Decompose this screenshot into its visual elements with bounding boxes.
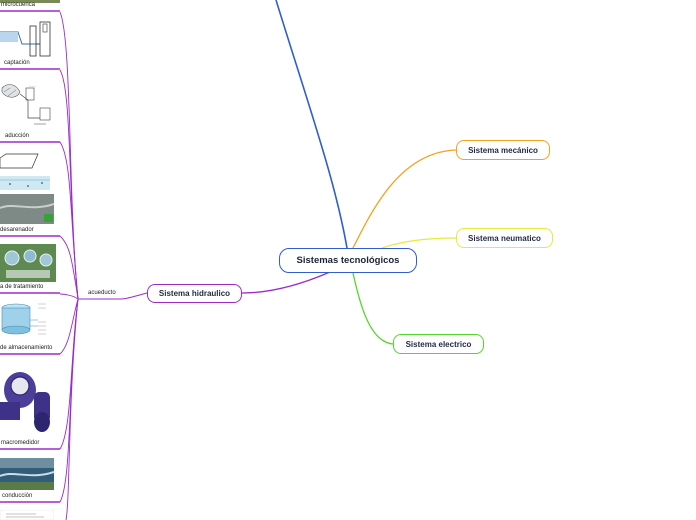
connector-electrico	[352, 272, 394, 345]
item-desarenador[interactable]: desarenador	[0, 227, 34, 233]
aduccion-diagram-icon: _ _ _	[1, 83, 51, 125]
item-microcuenca[interactable]: microcuenca	[1, 2, 36, 8]
planta-tratamiento-photo-icon	[0, 244, 56, 282]
item-planta-tratamiento[interactable]: a de tratamiento	[0, 284, 44, 290]
microcuenca-thumb-icon	[0, 0, 60, 3]
central-topic[interactable]: Sistemas tecnológicos	[279, 248, 417, 273]
branch-sistema-neumatico[interactable]: Sistema neumatico	[456, 228, 553, 248]
captacion-diagram-icon	[0, 20, 56, 57]
branch-sistema-hidraulico[interactable]: Sistema hidraulico	[147, 284, 242, 303]
macromedidor-photo-icon	[0, 372, 50, 432]
branch-sistema-electrico[interactable]: Sistema electrico	[393, 334, 484, 354]
item-captacion[interactable]: captación	[4, 60, 30, 66]
bottom-document-thumb-icon	[0, 510, 54, 520]
connector-mecanico	[351, 149, 457, 251]
branch-sistema-mecanico[interactable]: Sistema mecánico	[456, 140, 550, 160]
connector-hidraulico	[241, 271, 331, 294]
item-macromedidor[interactable]: macromedidor	[1, 440, 40, 446]
desarenador-diagram-icon	[0, 153, 55, 224]
connector-acueducto	[119, 292, 148, 300]
subtopic-acueducto[interactable]: acueducto	[88, 290, 116, 296]
svg-text:_ _ _: _ _ _	[28, 83, 36, 87]
tanque-almacenamiento-diagram-icon	[1, 303, 46, 335]
connector-neumatico	[381, 237, 457, 249]
conduccion-photo-icon	[0, 458, 54, 490]
item-tanque-almacenamiento[interactable]: de almacenamiento	[0, 345, 53, 351]
connector-central-top	[275, 0, 348, 249]
item-aduccion[interactable]: aducción	[5, 133, 30, 139]
item-conduccion[interactable]: conducción	[2, 493, 33, 499]
